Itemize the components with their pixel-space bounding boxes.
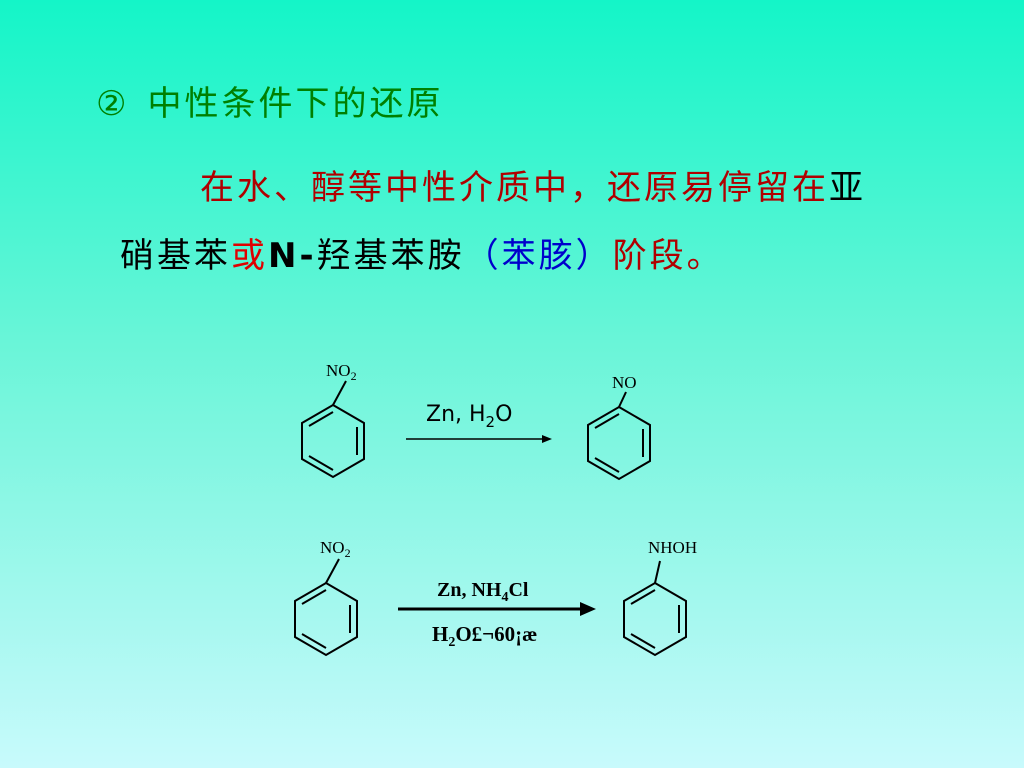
benzene-ring-reactant-2 — [294, 558, 358, 657]
paragraph-parenthetical: （苯胲） — [464, 236, 613, 276]
paragraph-line-2: 硝基苯或N-羟基苯胺（苯胲）阶段。 — [120, 228, 724, 277]
paragraph-text-2c: 阶段。 — [612, 236, 724, 276]
paragraph-text-2b: 羟基苯胺 — [316, 236, 465, 276]
slide-title: ② 中性条件下的还原 — [96, 76, 443, 125]
paragraph-n-prefix: N- — [268, 236, 317, 276]
title-number: ② — [96, 84, 130, 124]
reaction-2-conditions-bottom: H2O£¬60¡æ — [432, 622, 537, 650]
reaction-1-conditions: Zn, H2O — [426, 402, 512, 431]
reaction-arrow-1 — [406, 435, 552, 443]
benzene-ring-reactant-1 — [301, 380, 365, 479]
paragraph-text-1b: 亚 — [829, 168, 866, 208]
paragraph-line-1: 在水、醇等中性介质中，还原易停留在亚 — [200, 160, 866, 209]
benzene-ring-product-2 — [623, 560, 687, 657]
product-2-label: NHOH — [648, 538, 697, 557]
reactant-2-label: NO2 — [320, 538, 351, 560]
reaction-2-conditions-top: Zn, NH4Cl — [437, 579, 529, 605]
product-1-label: NO — [612, 373, 637, 392]
title-text: 中性条件下的还原 — [147, 84, 444, 124]
reaction-arrow-2 — [398, 602, 596, 616]
benzene-ring-product-1 — [587, 391, 651, 481]
paragraph-text-2a: 硝基苯 — [120, 236, 231, 276]
reactant-1-label: NO2 — [326, 361, 357, 383]
paragraph-text-1a: 在水、醇等中性介质中，还原易停留在 — [200, 168, 829, 208]
paragraph-or: 或 — [231, 236, 268, 276]
